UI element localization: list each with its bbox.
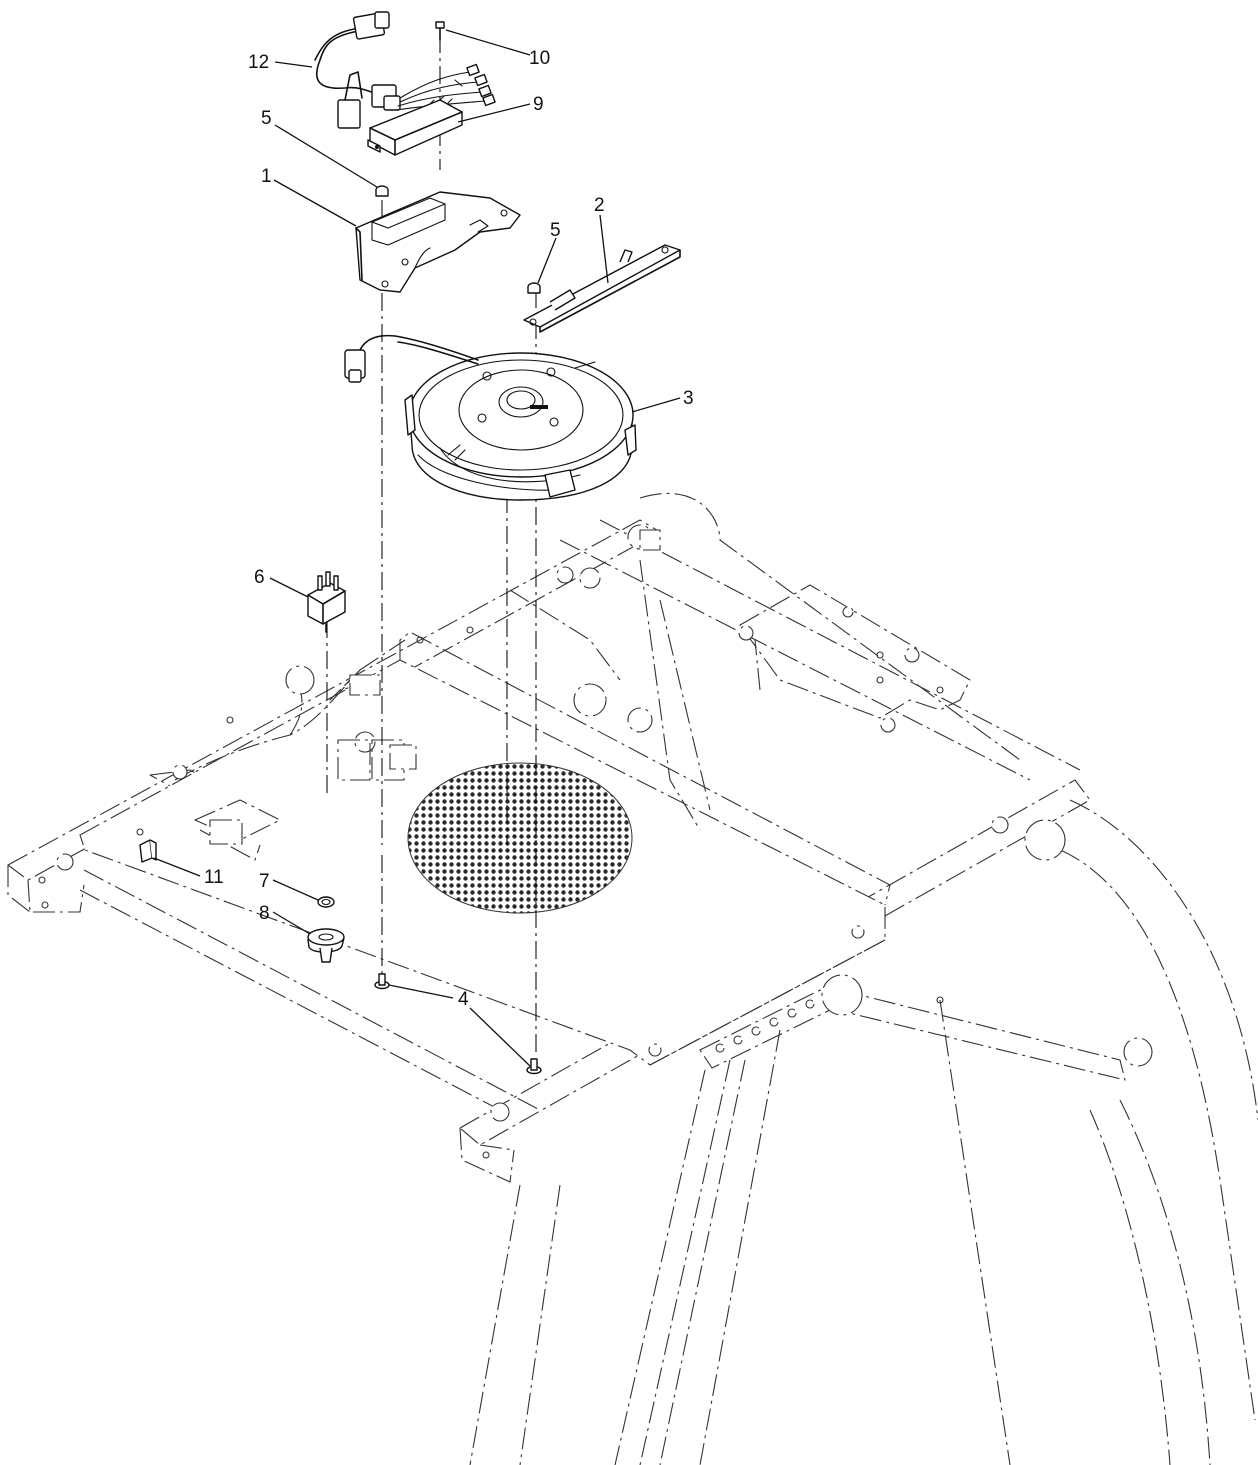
callout-4: 4 xyxy=(458,989,469,1010)
callout-10: 10 xyxy=(529,48,550,69)
part-5-nut-right xyxy=(527,282,541,294)
vent-mesh-grille xyxy=(407,762,633,914)
callout-5-right: 5 xyxy=(550,220,561,241)
part-1-mounting-bracket xyxy=(355,191,521,293)
part-11-fuse xyxy=(139,839,157,863)
callout-12: 12 xyxy=(248,52,269,73)
callout-labels: 12 10 9 5 1 2 5 3 6 11 7 8 4 xyxy=(204,48,694,1010)
callout-6: 6 xyxy=(254,567,265,588)
part-3-fan-assembly xyxy=(344,334,637,501)
callout-2: 2 xyxy=(594,195,605,216)
callout-11: 11 xyxy=(204,867,224,888)
part-9-control-module xyxy=(367,95,463,156)
callout-3: 3 xyxy=(683,388,694,409)
part-7-washer xyxy=(317,896,335,908)
part-10-screw xyxy=(435,21,445,41)
part-2-bar-bracket xyxy=(523,244,681,333)
part-4-bolt-left xyxy=(374,973,390,990)
callout-1: 1 xyxy=(261,166,272,187)
callout-8: 8 xyxy=(259,903,270,924)
part-12-wire-harness xyxy=(314,11,496,129)
callout-leaders xyxy=(153,29,681,1067)
seat-frame-ghost xyxy=(7,492,1258,1465)
callout-7: 7 xyxy=(259,871,270,892)
part-8-knob xyxy=(307,928,345,963)
part-6-relay xyxy=(307,571,346,633)
callout-9: 9 xyxy=(533,94,544,115)
part-5-nut-upper xyxy=(375,185,389,197)
callout-5-upper: 5 xyxy=(261,108,272,129)
part-4-bolt-right xyxy=(526,1058,542,1075)
